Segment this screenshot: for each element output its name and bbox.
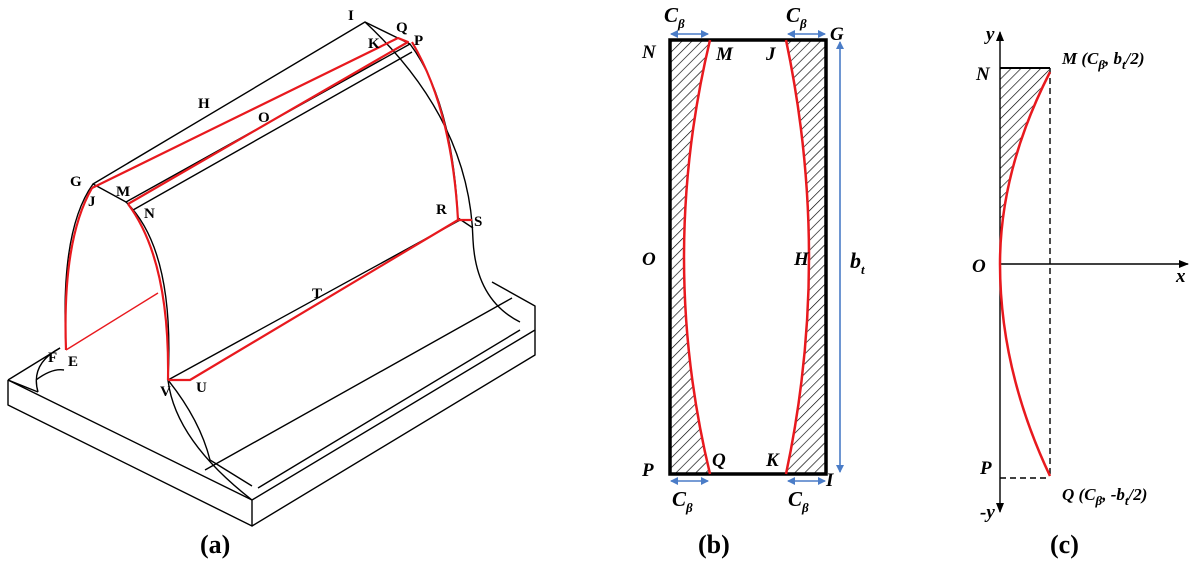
point-label-U: U — [196, 380, 207, 396]
point-label-H: H — [198, 96, 210, 112]
point-label-K: K — [368, 36, 380, 52]
coord-label-M: M (Cβ, bt/2) — [1061, 49, 1145, 72]
point-label-b-I: I — [825, 470, 834, 491]
arch-back-outer — [364, 21, 521, 323]
dim-label-height: bt — [850, 248, 865, 277]
panel-a-drawing — [7, 21, 536, 527]
panel-c-labels: y -y x N O P M (Cβ, bt/2) Q (Cβ, -bt/2) … — [972, 24, 1186, 559]
point-label-b-Q: Q — [712, 450, 726, 471]
point-label-b-J: J — [765, 44, 776, 65]
axis-label-neg-y: -y — [980, 502, 995, 523]
profile-top-line — [91, 36, 410, 205]
panel-c-drawing — [996, 31, 1189, 513]
coord-label-Q: Q (Cβ, -bt/2) — [1062, 485, 1147, 508]
panel-b-drawing — [668, 30, 844, 485]
point-label-M: M — [116, 184, 130, 200]
caption-b: (b) — [698, 530, 730, 559]
profile-front-left — [64, 187, 93, 351]
point-label-V: V — [160, 384, 171, 400]
panel-a-labels: I K Q P H O G J M N R S T F E V U (a) — [48, 8, 482, 559]
point-label-F: F — [48, 350, 57, 366]
point-label-R: R — [436, 202, 447, 218]
hatch-right — [786, 40, 826, 474]
caption-c: (c) — [1050, 530, 1079, 559]
point-label-b-O: O — [642, 249, 656, 270]
point-label-Q: Q — [396, 20, 408, 36]
profile-back-right — [411, 41, 472, 222]
dim-label-bottom-left: Cβ — [672, 487, 693, 515]
point-label-c-P: P — [979, 458, 992, 479]
arch-back-arc — [409, 43, 459, 219]
point-label-b-N: N — [641, 42, 657, 63]
point-label-T: T — [312, 286, 322, 302]
point-label-b-H: H — [793, 249, 810, 270]
point-label-J: J — [88, 194, 96, 210]
dim-label-top-right: Cβ — [786, 3, 807, 31]
point-label-c-N: N — [975, 64, 991, 85]
point-label-P: P — [414, 33, 423, 49]
hatch-c — [1000, 68, 1050, 264]
point-label-N: N — [144, 206, 155, 222]
arch-top-edge — [92, 21, 411, 203]
dim-label-bottom-right: Cβ — [788, 487, 809, 515]
point-label-b-G: G — [830, 24, 844, 45]
profile-curve-c — [998, 71, 1052, 477]
base-left-cut — [7, 347, 61, 393]
point-label-I: I — [348, 8, 354, 24]
hatch-left — [670, 40, 710, 474]
profile-left-foot — [65, 292, 159, 351]
point-label-b-K: K — [765, 450, 780, 471]
point-label-O: O — [258, 110, 270, 126]
caption-a: (a) — [200, 530, 230, 559]
dim-label-top-left: Cβ — [664, 3, 685, 31]
profile-front-inner — [127, 203, 170, 381]
profile-left-curve — [682, 39, 712, 475]
profile-bottom-line — [168, 219, 459, 382]
panel-b-labels: Cβ Cβ Cβ Cβ bt N M J G O H P Q K I (b) — [641, 3, 865, 559]
point-label-G: G — [70, 174, 82, 190]
arch-inner-floor — [167, 379, 253, 487]
base-groove-line — [204, 297, 513, 471]
point-label-c-O: O — [972, 256, 986, 277]
base-left-cut-inner — [35, 369, 65, 381]
section-rectangle — [668, 38, 828, 476]
base-inner-edge — [257, 329, 521, 489]
point-label-b-P: P — [641, 460, 654, 481]
arch-top-inner-edge — [132, 51, 413, 211]
base-plate-bottom-edge — [251, 330, 536, 527]
arch-front-sweep — [167, 379, 253, 501]
panel-a-profile — [64, 36, 472, 382]
axis-label-x: x — [1175, 266, 1186, 287]
point-label-E: E — [68, 354, 78, 370]
point-label-S: S — [474, 214, 482, 230]
base-plate-outline — [7, 281, 536, 527]
profile-right-curve — [784, 39, 811, 475]
axis-label-y: y — [984, 24, 995, 45]
point-label-b-M: M — [715, 44, 734, 65]
